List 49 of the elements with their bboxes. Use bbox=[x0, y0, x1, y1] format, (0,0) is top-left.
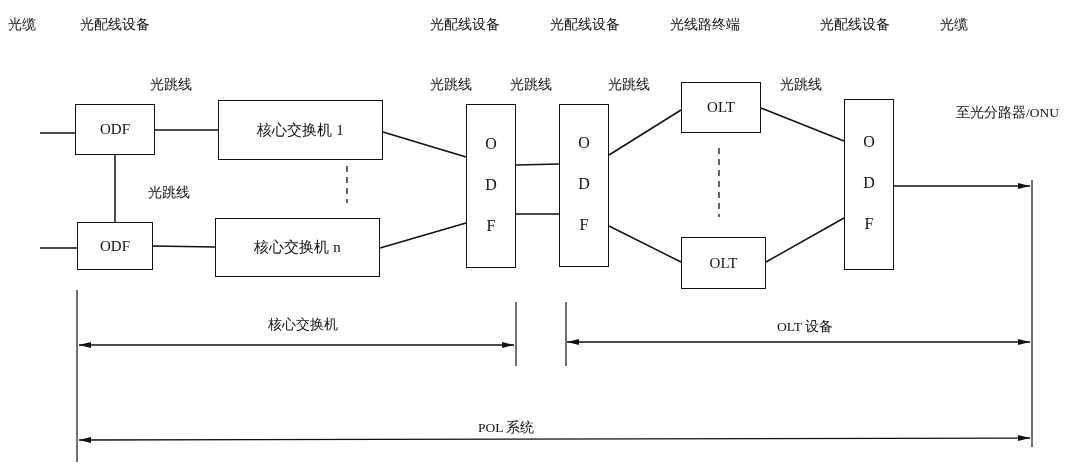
annotation-label: 光跳线 bbox=[150, 78, 192, 92]
annotation-label: 光跳线 bbox=[780, 78, 822, 92]
annotation-label: 光跳线 bbox=[148, 186, 190, 200]
annotation-label: 光配线设备 bbox=[80, 18, 150, 32]
annotation-label: 光缆 bbox=[940, 18, 968, 32]
connector-line bbox=[515, 163, 560, 166]
equipment-box bbox=[75, 104, 155, 155]
annotation-label: 光跳线 bbox=[510, 78, 552, 92]
node-label: OLT bbox=[709, 254, 738, 272]
node-label: 核心交换机 1 bbox=[257, 120, 344, 140]
connector-line bbox=[152, 245, 216, 248]
equipment-box bbox=[218, 100, 383, 160]
annotation-label: 光线路终端 bbox=[670, 18, 740, 32]
connector-line bbox=[379, 222, 467, 249]
node-label: O D F bbox=[577, 133, 591, 235]
annotation-label: 光配线设备 bbox=[550, 18, 620, 32]
node-label: ODF bbox=[100, 237, 130, 255]
odf-frame-box bbox=[559, 104, 609, 267]
node-label: 核心交换机 n bbox=[254, 238, 341, 257]
connector-line bbox=[760, 107, 845, 142]
annotation-label: 至光分路器/ONU bbox=[956, 106, 1059, 120]
connector-line bbox=[114, 154, 116, 223]
equipment-box bbox=[215, 218, 380, 277]
dimension-label: POL 系统 bbox=[478, 421, 535, 435]
connector-line bbox=[765, 217, 845, 263]
odf-frame-box bbox=[844, 99, 894, 270]
node-label: O D F bbox=[862, 132, 876, 234]
equipment-box bbox=[681, 237, 766, 289]
annotation-label: 光缆 bbox=[8, 18, 36, 32]
connector-line bbox=[608, 225, 682, 263]
dimension-label: OLT 设备 bbox=[777, 320, 834, 334]
connector-line bbox=[39, 247, 78, 249]
equipment-box bbox=[681, 82, 761, 133]
annotation-label: 光配线设备 bbox=[430, 18, 500, 32]
connector-line bbox=[608, 109, 682, 156]
connector-line bbox=[154, 129, 219, 131]
node-label: O D F bbox=[484, 133, 498, 236]
node-label: ODF bbox=[100, 121, 130, 138]
connector-line bbox=[515, 213, 560, 215]
connector-line bbox=[382, 131, 467, 158]
annotation-label: 光跳线 bbox=[608, 78, 650, 92]
node-label: OLT bbox=[707, 99, 735, 116]
dimension-label: 核心交换机 bbox=[268, 318, 338, 332]
equipment-box bbox=[77, 222, 153, 270]
annotation-label: 光跳线 bbox=[430, 78, 472, 92]
connector-line bbox=[893, 183, 1031, 189]
odf-frame-box bbox=[466, 104, 516, 268]
annotation-label: 光配线设备 bbox=[820, 18, 890, 32]
connector-line bbox=[39, 132, 76, 134]
